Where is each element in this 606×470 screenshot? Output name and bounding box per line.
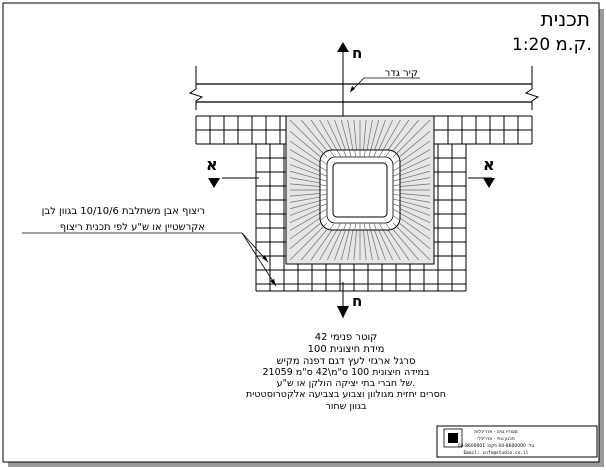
paving-label-line2: אקרשטיין או ש"ע לפי תכנית ריצוף [60, 222, 205, 233]
note-line: סרגל ארגזי לעץ דגם דפנה מקיש [277, 356, 416, 367]
section-marker-right: א [483, 155, 495, 174]
plan-title: תכנית [541, 7, 590, 31]
tree-grate [285, 115, 435, 265]
paving-callout: ריצוף אבן משתלבת 10/10/6 בגוון לבן אקרשט… [22, 206, 277, 287]
note-line: מידת חיצונית 100 [308, 344, 385, 355]
note-line: של חברי בתי יציקה הולקן או ש"ע. [277, 378, 416, 389]
paving-label-line1: ריצוף אבן משתלבת 10/10/6 בגוון לבן [42, 206, 205, 217]
note-line: חסרים יחזית מגולוון וצבוע בצביעה אלקטרוס… [246, 389, 446, 400]
section-marker-top: ח [352, 44, 362, 62]
note-line: 21059 במידה חיצונית 100 ס"מ\42 ס"מ [263, 367, 430, 378]
section-line-vertical: ח ח [337, 42, 362, 318]
title-block-line1: סטודיו גנים - אדריכלות [474, 430, 518, 435]
fence-wall-callout: קיר גדר [349, 68, 420, 93]
fence-wall [188, 66, 540, 110]
section-marker-left: א [206, 155, 218, 174]
note-line: בגוון שחור [325, 401, 367, 412]
title-block: סטודיו גנים - אדריכלות תכנון נופי - אדרי… [436, 425, 598, 458]
fence-wall-label: קיר גדר [385, 68, 418, 79]
section-marker-bottom: ח [352, 292, 362, 310]
section-line-horizontal: א א [206, 155, 495, 188]
title-block-line3: טל: 04-8600000 פקס: 04-8600001 [458, 443, 535, 449]
scale-label: ק.מ. [556, 34, 592, 55]
title-block-line2: תכנון נופי - אדריכלי [477, 437, 514, 442]
office-logo [443, 428, 463, 448]
note-line: קוטר פנימי 42 [315, 332, 378, 343]
title-block-line4: Email: info@studio.co.il [463, 450, 528, 456]
scale-value: 1:20 [512, 35, 550, 55]
